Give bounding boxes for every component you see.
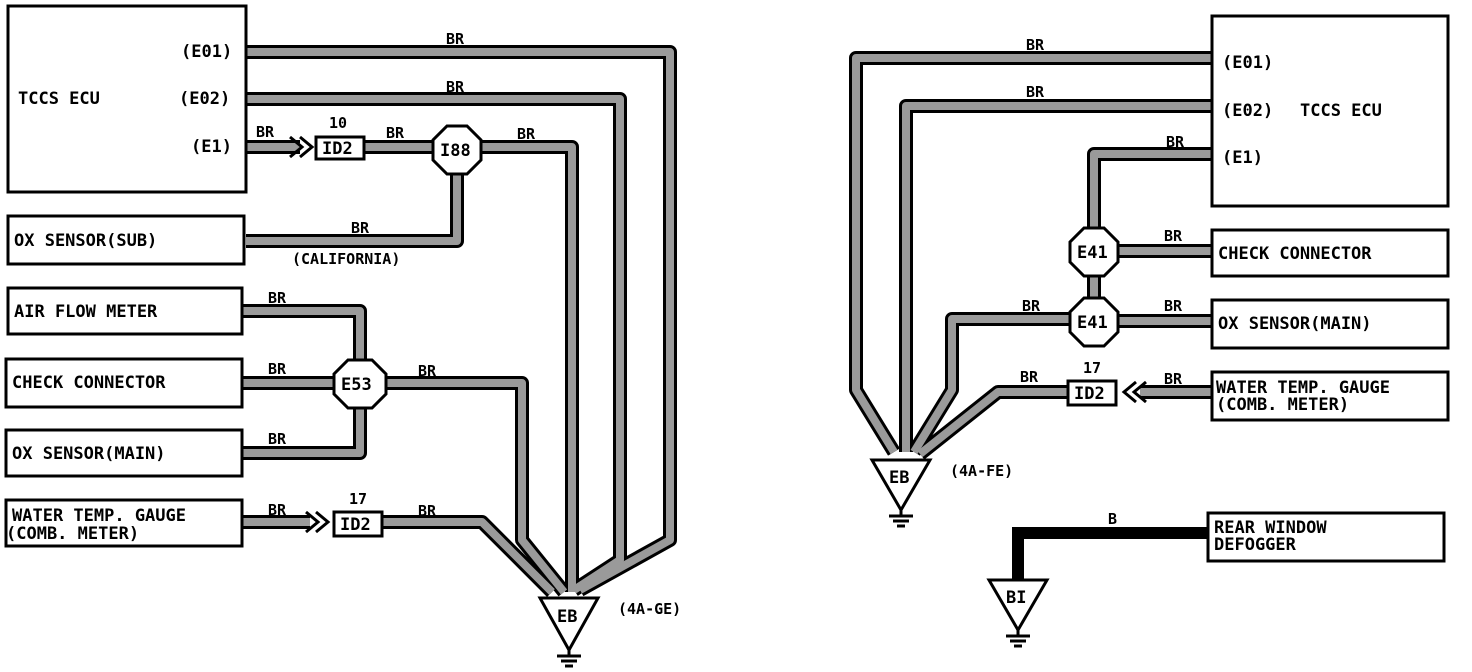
left-i88-label: I88: [440, 141, 471, 161]
right-wire-label-br: BR: [1020, 368, 1039, 386]
right-wire-label-br: BR: [1026, 36, 1045, 54]
right-e41-bottom-connector: [1068, 296, 1120, 348]
right-ox-sensor-main-label: OX SENSOR(MAIN): [1218, 314, 1372, 334]
left-id2-top-arrow-icon: [289, 135, 315, 159]
left-air-flow-meter-label: AIR FLOW METER: [14, 302, 158, 322]
right-e41-top-label: E41: [1077, 243, 1108, 263]
left-wire-label-br: BR: [351, 219, 370, 237]
left-water-temp-gauge-label-2: (COMB. METER): [6, 524, 139, 544]
left-check-connector-box: [4, 357, 244, 409]
left-water-temp-gauge-box: [4, 498, 244, 548]
right-water-temp-gauge-label-2: (COMB. METER): [1216, 395, 1349, 415]
left-check-connector-label: CHECK CONNECTOR: [12, 373, 166, 393]
left-california-note: (CALIFORNIA): [292, 250, 400, 268]
left-ground-eb-icon: [537, 596, 601, 654]
left-id2-bottom-arrow-icon: [305, 510, 331, 534]
right-ecu-terminal-e1: (E1): [1222, 148, 1263, 168]
left-id2-top-connector: [314, 135, 366, 161]
left-ox-sensor-main-box: [4, 428, 244, 478]
left-ox-sensor-sub-box: [6, 214, 246, 266]
right-diagram-4a-fe: (E01) (E02) TCCS ECU (E1) CHECK CONNECTO…: [849, 14, 1450, 648]
right-rear-window-defogger-box: [1206, 511, 1446, 563]
left-ecu-terminal-e02: (E02): [179, 89, 230, 109]
right-id2-connector: [1066, 379, 1118, 407]
left-i88-connector: [431, 124, 483, 176]
right-ecu-name: TCCS ECU: [1300, 101, 1382, 121]
left-ecu-name: TCCS ECU: [18, 89, 100, 109]
right-wires: [849, 51, 1212, 580]
left-wire-label-br: BR: [256, 123, 275, 141]
right-defogger-label-1: REAR WINDOW: [1214, 518, 1327, 538]
right-ox-sensor-main-box: [1210, 298, 1450, 350]
right-check-connector-box: [1210, 228, 1450, 278]
left-id2-top-label: ID2: [322, 139, 353, 159]
right-ecu-terminal-e02: (E02): [1222, 101, 1273, 121]
left-ox-sensor-main-label: OX SENSOR(MAIN): [12, 444, 166, 464]
left-ground-eb-label: EB: [557, 607, 577, 627]
right-check-connector-label: CHECK CONNECTOR: [1218, 244, 1372, 264]
left-diagram-4a-ge: TCCS ECU (E01) (E02) (E1) OX SENSOR(SUB)…: [4, 4, 681, 668]
left-wire-label-br: BR: [446, 78, 465, 96]
right-ground-bi-label: BI: [1006, 588, 1026, 608]
left-id2-bottom-label: ID2: [340, 515, 371, 535]
right-ground-engine-label: (4A-FE): [950, 462, 1013, 480]
right-ecu-terminal-e01: (E01): [1222, 53, 1273, 73]
left-wire-label-br: BR: [386, 124, 405, 142]
right-id2-arrow-icon: [1121, 380, 1147, 404]
right-wire-label-br: BR: [1026, 83, 1045, 101]
right-tccs-ecu-box: [1210, 14, 1450, 208]
right-id2-number: 17: [1083, 359, 1101, 377]
left-id2-top-number: 10: [329, 114, 347, 132]
left-id2-bottom-connector: [332, 510, 384, 538]
right-ground-eb-label: EB: [889, 468, 909, 488]
right-wire-label-br: BR: [1164, 297, 1183, 315]
right-defogger-label-2: DEFOGGER: [1214, 535, 1297, 555]
left-ground-engine-label: (4A-GE): [618, 600, 681, 618]
left-water-temp-gauge-label-1: WATER TEMP. GAUGE: [12, 506, 186, 526]
left-wire-label-br: BR: [268, 289, 287, 307]
right-wire-label-b: B: [1108, 510, 1117, 528]
left-wire-label-br: BR: [446, 30, 465, 48]
left-air-flow-meter-box: [6, 286, 244, 336]
left-ecu-terminal-e01: (E01): [181, 42, 232, 62]
left-e53-label: E53: [341, 375, 372, 395]
right-wire-label-br: BR: [1164, 370, 1183, 388]
right-wire-label-br: BR: [1166, 133, 1185, 151]
left-wire-label-br: BR: [268, 430, 287, 448]
left-wire-label-br: BR: [268, 501, 287, 519]
right-ground-bi-icon: [986, 578, 1050, 633]
right-water-temp-gauge-box: [1210, 370, 1450, 422]
left-wire-label-br: BR: [418, 362, 437, 380]
left-wire-label-br: BR: [418, 502, 437, 520]
right-wire-label-br: BR: [1164, 227, 1183, 245]
left-e53-connector: [332, 358, 388, 410]
right-wire-label-br: BR: [1022, 297, 1041, 315]
left-ecu-terminal-e1: (E1): [191, 137, 232, 157]
left-wire-label-br: BR: [268, 360, 287, 378]
right-id2-label: ID2: [1074, 384, 1105, 404]
right-water-temp-gauge-label-1: WATER TEMP. GAUGE: [1216, 378, 1390, 398]
right-ground-eb-icon: [869, 458, 933, 513]
left-tccs-ecu-box: [6, 4, 248, 194]
right-e41-top-connector: [1068, 226, 1120, 278]
left-id2-bottom-number: 17: [349, 490, 367, 508]
left-ox-sensor-sub-label: OX SENSOR(SUB): [14, 231, 157, 251]
right-e41-bottom-label: E41: [1077, 313, 1108, 333]
left-wire-label-br: BR: [517, 125, 536, 143]
left-wires: [242, 45, 677, 597]
